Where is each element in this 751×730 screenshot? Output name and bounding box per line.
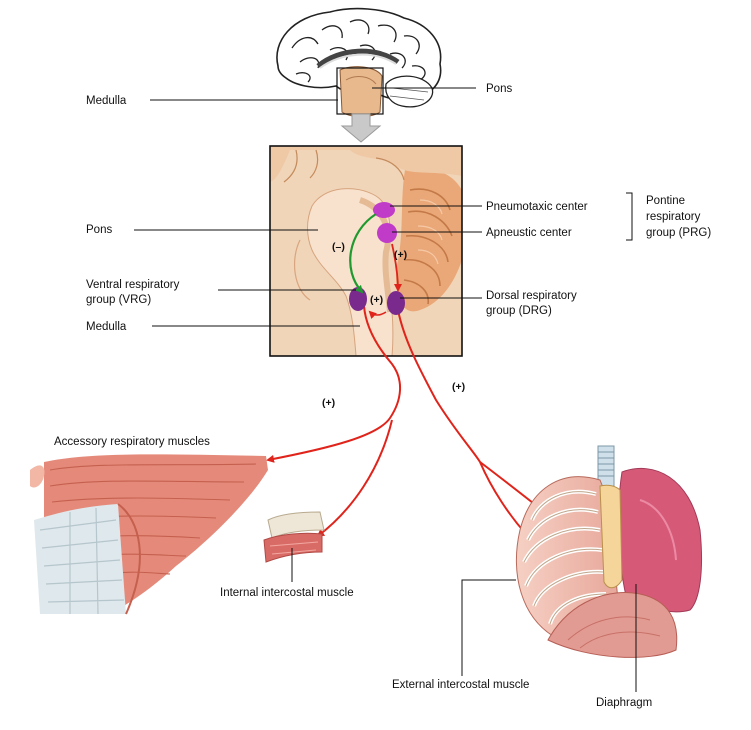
inhibitory-arrow	[349, 213, 377, 294]
vrg-label: Ventral respiratory group (VRG)	[86, 279, 183, 306]
pons-label: Pons	[86, 224, 112, 236]
internal-label: Internal intercostal muscle	[220, 587, 354, 599]
external-label: External intercostal muscle	[392, 679, 529, 691]
drg-external-intercostal-tract	[479, 461, 528, 536]
vrg-internal-intercostal-tract	[316, 419, 393, 538]
vrg-drg-excite-sign: (+)	[370, 294, 383, 306]
vrg-descending-tract	[266, 305, 401, 463]
pneumotaxic-label: Pneumotaxic center	[486, 201, 588, 213]
medulla-label: Medulla	[86, 321, 127, 333]
down-arrow-icon	[340, 113, 382, 143]
drg-label-line-1: Dorsal respiratory	[486, 290, 577, 302]
prg-bracket	[626, 192, 633, 241]
drg-to-vrg-arrow	[368, 310, 387, 320]
external-leader	[461, 579, 516, 676]
prg-label: Pontine respiratory group (PRG)	[646, 195, 711, 239]
drg-label: Dorsal respiratory group (DRG)	[486, 290, 580, 317]
prg-label-line-3: group (PRG)	[646, 227, 711, 239]
right-excite-sign: (+)	[452, 381, 465, 393]
internal-intercostal-illustration	[263, 511, 325, 563]
vrg-center	[349, 287, 367, 311]
ribcage-illustration	[515, 445, 702, 658]
vrg-label-line-2: group (VRG)	[86, 294, 151, 306]
left-excite-sign: (+)	[322, 397, 335, 409]
medulla-top-label: Medulla	[86, 95, 127, 107]
accessory-muscles-illustration	[30, 454, 268, 615]
accessory-label: Accessory respiratory muscles	[54, 436, 210, 448]
drg-center	[387, 291, 405, 315]
pneumotaxic-center	[373, 202, 395, 218]
inhibit-sign: (–)	[332, 241, 345, 253]
apneustic-center	[377, 223, 397, 243]
diaphragm-label: Diaphragm	[596, 697, 652, 709]
vrg-label-line-1: Ventral respiratory	[86, 279, 180, 291]
apneustic-label: Apneustic center	[486, 227, 572, 239]
pons-top-label: Pons	[486, 83, 512, 95]
drg-descending-tract	[397, 309, 481, 463]
prg-label-line-2: respiratory	[646, 211, 701, 223]
drg-label-line-2: group (DRG)	[486, 305, 552, 317]
prg-label-line-1: Pontine	[646, 195, 685, 207]
brain-illustration	[276, 7, 442, 117]
apneustic-excite-sign: (+)	[394, 249, 407, 261]
apneustic-to-drg-arrow	[391, 243, 402, 292]
